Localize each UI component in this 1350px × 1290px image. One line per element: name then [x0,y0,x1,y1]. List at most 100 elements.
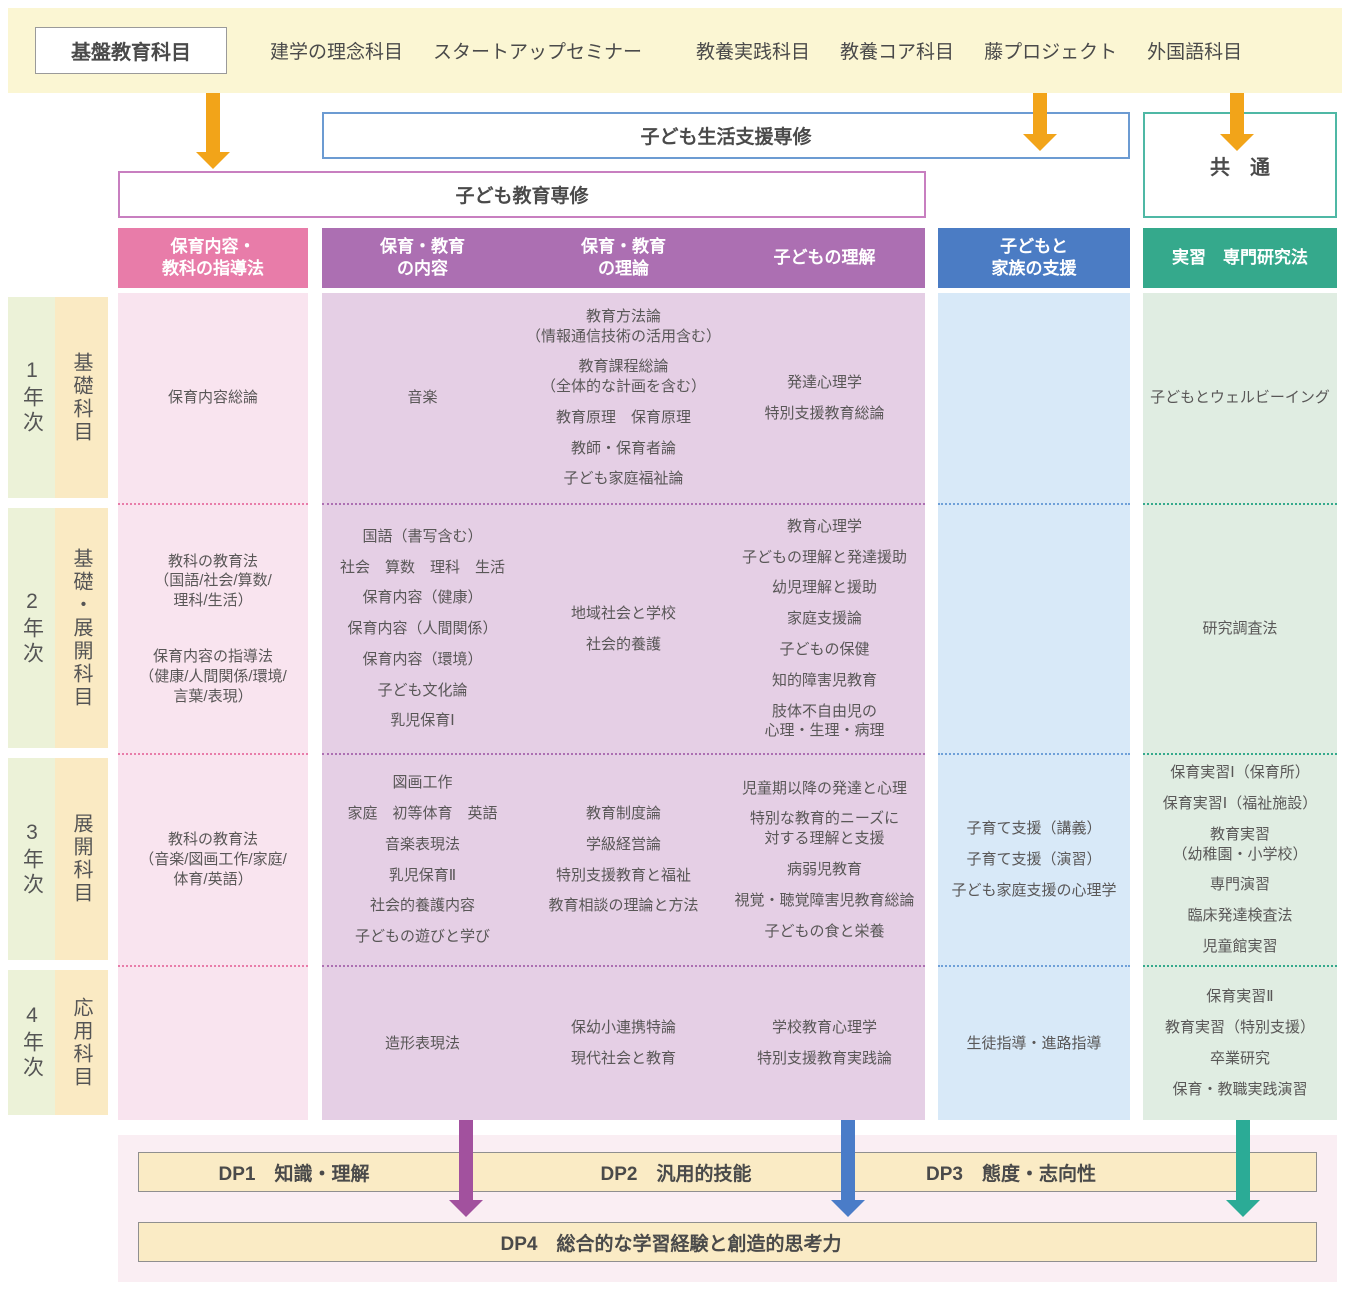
course: 音楽表現法 [384,835,460,853]
cell-rikai-y1: 発達心理学 特別支援教育総論 [724,293,925,503]
down-arrow-icon [1023,93,1057,151]
course: 保育内容（人間関係） [347,620,498,638]
course: 乳児保育Ⅰ [390,712,455,730]
cell-shien-y1 [938,293,1130,503]
course: 家庭支援論 [786,610,862,628]
course: 特別支援教育実践論 [756,1050,892,1067]
column-header-shien: 子どもと 家族の支援 [938,228,1130,288]
course: 保育内容（環境） [362,650,483,668]
course: 特別支援教育総論 [764,404,885,422]
course: 地域社会と学校 [570,604,676,622]
course: 教育相談の理論と方法 [548,897,699,915]
cell-shidoho-y3: 教科の教育法 （音楽/図画工作/家庭/ 体育/英語） [118,753,308,965]
purple-row-y4: 造形表現法 保幼小連携特論 現代社会と教育 学校教育心理学 特別支援教育実践論 [322,965,925,1120]
down-arrow-icon [196,93,230,169]
course: 専門演習 [1209,876,1270,894]
cell-shien-y3: 子育て支援（講義） 子育て支援（演習） 子ども家庭支援の心理学 [938,753,1130,965]
course: 児童期以降の発達と心理 [741,779,907,797]
cell-riron-y3: 教育制度論 学級経営論 特別支援教育と福祉 教育相談の理論と方法 [523,755,724,965]
course: 教育課程総論 （全体的な計画を含む） [540,358,706,396]
arrow-shaft [1033,93,1047,135]
course: 保育実習Ⅰ（保育所） [1170,764,1310,782]
purple-row-y2: 国語（書写含む） 社会 算数 理科 生活 保育内容（健康） 保育内容（人間関係）… [322,503,925,753]
course: 知的障害児教育 [771,671,877,689]
course: 家庭 初等体育 英語 [347,804,498,822]
cell-riron-y2: 地域社会と学校 社会的養護 [523,505,724,753]
dp4-label: DP4 総合的な学習経験と創造的思考力 [500,1233,842,1255]
course: 保育実習Ⅰ（福祉施設） [1162,795,1318,812]
foundation-label: 基盤教育科目 [35,27,227,74]
course: 造形表現法 [384,1034,460,1052]
course: 音楽 [407,389,438,407]
course: 肢体不自由児の 心理・生理・病理 [764,702,885,740]
arrow-head [1023,134,1057,151]
course: 研究調査法 [1202,620,1278,638]
arrow-shaft [1236,1120,1250,1201]
course: 保育実習Ⅱ [1206,988,1274,1006]
cell-riron-y4: 保幼小連携特論 現代社会と教育 [523,967,724,1120]
subject-item: 教養実践科目 [696,42,811,63]
arrow-shaft [1230,93,1244,135]
cell-shidoho-y1: 保育内容総論 [118,293,308,503]
column-header-rikai: 子どもの理解 [773,247,876,267]
year-label-4: 4年次 [8,970,55,1115]
course: 乳児保育Ⅱ [388,866,457,884]
down-arrow-icon [831,1120,865,1217]
course: 保育内容の指導法 （健康/人間関係/環境/ 言葉/表現） [139,648,287,705]
column-header-naiyo: 保育・教育 の内容 [380,236,465,278]
course: 幼児理解と援助 [771,579,877,597]
cell-shien-y2 [938,503,1130,753]
course: 子育て支援（講義） [966,820,1102,838]
course: 子育て支援（演習） [966,851,1102,869]
column-header-shidoho: 保育内容・ 教科の指導法 [118,228,308,288]
dp1-label: DP1 知識・理解 [218,1163,370,1185]
course: 子どもの遊びと学び [354,928,490,946]
year-label-3: 3年次 [8,758,55,960]
course: 子どもの理解と発達援助 [741,548,907,566]
course: 社会的養護内容 [369,897,475,915]
category-label-1: 基礎科目 [55,297,108,498]
dp3-label: DP3 態度・志向性 [926,1163,1096,1185]
course: 国語（書写含む） [362,527,483,545]
course: 社会 算数 理科 生活 [339,558,505,576]
course: 図画工作 [392,774,453,792]
category-label-3: 展開科目 [55,758,108,960]
course: 臨床発達検査法 [1187,907,1293,925]
dp2-label: DP2 汎用的技能 [600,1163,752,1185]
course: 子どもとウェルビーイング [1150,389,1330,407]
purple-row-y1: 音楽 教育方法論 （情報通信技術の活用含む） 教育課程総論 （全体的な計画を含む… [322,293,925,503]
category-label-4: 応用科目 [55,970,108,1115]
arrow-head [449,1200,483,1217]
cell-rikai-y2: 教育心理学 子どもの理解と発達援助 幼児理解と援助 家庭支援論 子どもの保健 知… [724,505,925,753]
course: 教育制度論 [585,804,661,822]
cell-rikai-y3: 児童期以降の発達と心理 特別な教育的ニーズに 対する理解と支援 病弱児教育 視覚… [724,755,925,965]
course: 教科の教育法 （音楽/図画工作/家庭/ 体育/英語） [139,831,287,888]
course: 保育・教職実践演習 [1172,1080,1308,1098]
cell-rikai-y4: 学校教育心理学 特別支援教育実践論 [724,967,925,1120]
purple-row-y3: 図画工作 家庭 初等体育 英語 音楽表現法 乳児保育Ⅱ 社会的養護内容 子どもの… [322,753,925,965]
subject-item: 藤プロジェクト [984,42,1118,63]
course: 学校教育心理学 [771,1019,877,1037]
course: 生徒指導・進路指導 [966,1034,1102,1052]
cell-jisshu-y3: 保育実習Ⅰ（保育所） 保育実習Ⅰ（福祉施設） 教育実習 （幼稚園・小学校） 専門… [1143,753,1337,965]
course: 卒業研究 [1209,1050,1270,1067]
course: 子ども文化論 [377,681,468,699]
arrow-head [196,152,230,169]
category-label-2: 基礎・展開科目 [55,508,108,748]
program-box-seikatsu-shien: 子ども生活支援専修 [322,112,1130,159]
column-shidoho-body: 保育内容総論 教科の教育法 （国語/社会/算数/ 理科/生活） 保育内容の指導法… [118,293,308,1120]
course: 社会的養護 [585,635,661,653]
course: 発達心理学 [786,373,862,391]
year-label-1: 1年次 [8,297,55,498]
arrow-head [1220,134,1254,151]
column-header-riron: 保育・教育 の理論 [581,236,666,278]
arrow-head [1226,1200,1260,1217]
course: 子どもの食と栄養 [764,922,885,940]
subject-item: 外国語科目 [1147,42,1243,63]
cell-jisshu-y2: 研究調査法 [1143,503,1337,753]
course: 子ども家庭支援の心理学 [951,881,1117,899]
course: 教師・保育者論 [570,439,676,457]
subject-item: 教養コア科目 [840,42,955,63]
cell-shidoho-y2: 教科の教育法 （国語/社会/算数/ 理科/生活） 保育内容の指導法 （健康/人間… [118,503,308,753]
